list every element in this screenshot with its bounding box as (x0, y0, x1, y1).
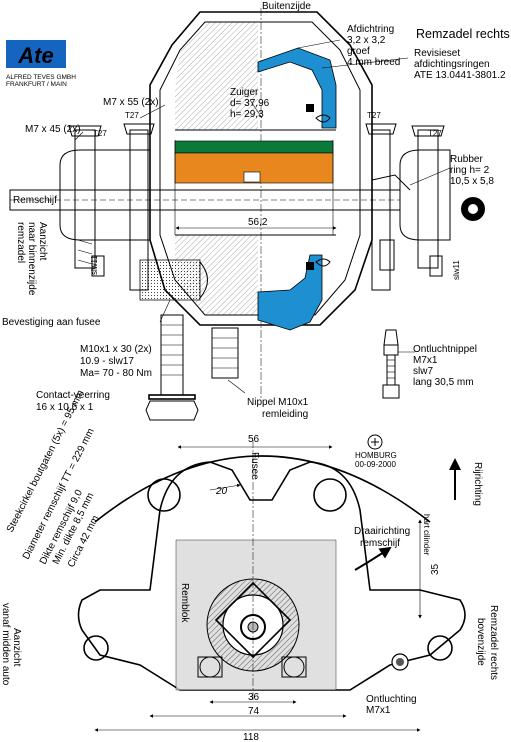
label-ontluchting-1: Ontluchting (366, 694, 417, 705)
label-contact-2: 16 x 10,6 x 1 (36, 402, 94, 413)
logo-city: FRANKFURT / MAIN (6, 81, 67, 88)
label-m10x1-3: Ma= 70 - 80 Nm (80, 368, 152, 379)
label-dim-36: 36 (248, 692, 260, 703)
label-ontluchtnippel-1: Ontluchtnippel (413, 344, 477, 355)
label-slw11-left: slw11 (90, 255, 99, 275)
label-ontluchting-2: M7x1 (366, 705, 391, 716)
label-hart-cilinder: hart cilinder (422, 514, 431, 556)
label-aanzicht-binnen-2: naar binnenzijde (26, 222, 37, 296)
label-m7x55: M7 x 55 (2x) (103, 97, 159, 108)
label-aanzicht-midden-1: Aanzicht (11, 628, 22, 667)
label-homburg: HOMBURG (355, 451, 397, 460)
fusee-mount (139, 259, 208, 301)
top-section-view (9, 8, 451, 400)
label-buitenzijde: Buitenzijde (262, 1, 311, 12)
draairichting-arrow (354, 546, 392, 571)
bolt-right (365, 123, 451, 291)
label-rijrichting: Rijrichting (472, 462, 483, 506)
label-nippel-2: remleiding (262, 409, 308, 420)
leader-lines-top (74, 39, 451, 394)
label-fusee: Fusee (249, 452, 260, 480)
piston-seal-blue (257, 47, 337, 129)
label-aanzicht-midden-2: vanaf midden auto (0, 603, 11, 686)
label-bevestiging: Bevestiging aan fusee (2, 317, 101, 328)
label-afdichtring-3: groef (347, 46, 370, 57)
diagram-title: Remzadel rechts (416, 27, 510, 41)
rubber-ring (461, 197, 485, 221)
label-m7x45: M7 x 45 (2x) (25, 124, 81, 135)
label-draairichting-1: Draairichting (354, 526, 410, 537)
ate-logo: Ate (6, 40, 66, 68)
label-aanzicht-binnen-3: remzadel (15, 222, 26, 263)
label-remblok: Remblok (179, 583, 190, 623)
logo-company: ALFRED TEVES GMBH (6, 74, 76, 81)
ate-logo-text: Ate (17, 43, 53, 68)
label-remzadel-boven-1: Remzadel rechts (488, 605, 499, 680)
label-dim-74: 74 (248, 706, 260, 717)
homburg-stamp-icon (367, 434, 383, 450)
label-rubber-3: 10,5 x 5,8 (450, 176, 494, 187)
bottom-dimensions (94, 445, 422, 732)
label-remschijf: Remschijf (13, 195, 57, 206)
bolt-m7x45 (59, 125, 151, 269)
label-afdichtring-2: 3,2 x 3,2 (347, 35, 386, 46)
label-ontluchtnippel-4: lang 30,5 mm (413, 377, 474, 388)
label-revisieset-1: Revisieset (414, 48, 460, 59)
label-draairichting-2: remschijf (360, 538, 400, 549)
label-dim-56-2: 56,2 (248, 217, 268, 228)
label-dim-35: 35 (430, 563, 441, 575)
nippel-remleiding (211, 327, 239, 379)
label-m10x1-2: 10.9 - slw17 (80, 356, 134, 367)
pad-backing-green (174, 140, 334, 154)
label-t27-a: T27 (125, 111, 139, 120)
label-afdichtring-4: 4 mm breed (347, 57, 400, 68)
bolt-m10x1x30 (145, 314, 199, 421)
label-dim-118: 118 (243, 732, 259, 742)
label-ontluchtnippel-2: M7x1 (413, 355, 438, 366)
label-nippel-1: Nippel M10x1 (247, 397, 309, 408)
label-t27-b: T27 (93, 129, 107, 138)
label-aanzicht-binnen-1: Aanzicht (37, 222, 48, 261)
label-afdichtring-1: Afdichtring (347, 24, 394, 35)
label-revisieset-2: afdichtingsringen (414, 59, 490, 70)
label-homburg-date: 00-09-2000 (355, 460, 396, 469)
label-slw11-right: slw11 (452, 260, 461, 280)
label-rubber-2: ring h= 2 (450, 165, 490, 176)
label-rubber-1: Rubber (450, 154, 483, 165)
bottom-plan-view (77, 440, 466, 700)
label-ontluchtnippel-3: slw7 (413, 366, 433, 377)
label-zuiger-2: d= 37,96 (230, 98, 270, 109)
label-contact-1: Contact-veerring (36, 390, 110, 401)
label-m10x1-1: M10x1 x 30 (2x) (80, 344, 152, 355)
label-t27-d: T27 (428, 129, 442, 138)
label-remzadel-boven-2: bovenzijde (475, 618, 486, 666)
label-dim-56: 56 (248, 434, 260, 445)
ontluchtnippel-part (382, 329, 400, 399)
label-t27-c: T27 (367, 111, 381, 120)
label-zuiger-3: h= 29,3 (230, 109, 264, 120)
label-dim-20: 20 (215, 486, 228, 497)
label-zuiger-1: Zuiger (230, 87, 259, 98)
label-revisieset-3: ATE 13.0441-3801.2 (414, 70, 506, 81)
